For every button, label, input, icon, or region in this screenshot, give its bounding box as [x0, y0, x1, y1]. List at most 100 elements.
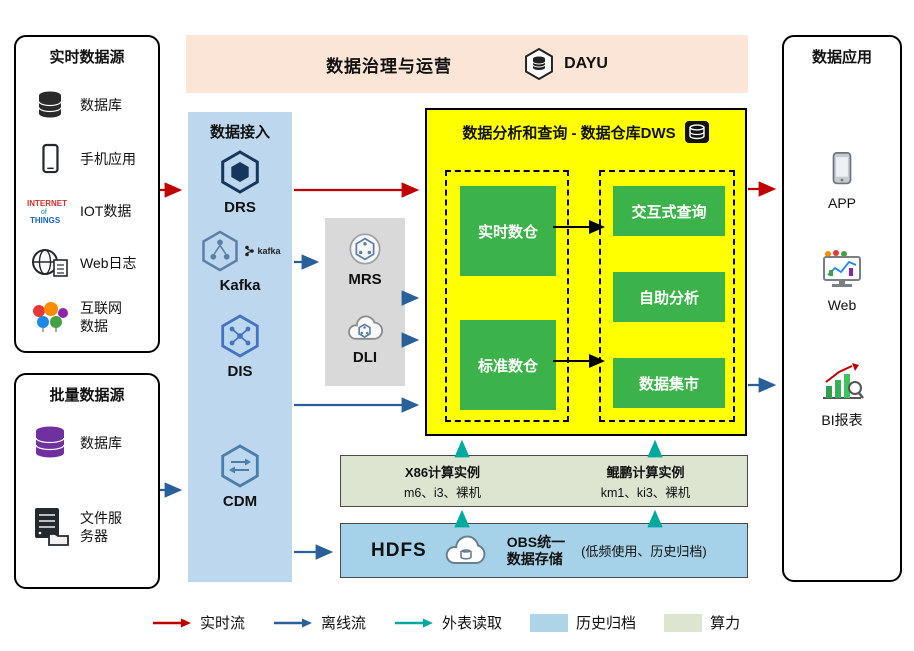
list-item: 文件服务器 [26, 497, 154, 557]
obs-storage-label: OBS统一 数据存储 [507, 534, 565, 568]
database-icon [26, 90, 74, 120]
dws-database-icon [684, 121, 709, 143]
service-label: Kafka [219, 277, 261, 294]
dws-warehouse-group: 实时数仓 标准数仓 [445, 170, 569, 422]
legend-item: 外表读取 [394, 612, 502, 633]
governance-banner: 数据治理与运营 DAYU [186, 35, 748, 93]
list-item: Web日志 [26, 239, 154, 287]
compute-group-x86: X86计算实例 m6、i3、裸机 [341, 456, 544, 506]
source-label: 数据库 [80, 96, 122, 113]
compute-power-swatch [664, 613, 703, 632]
dis-icon [221, 314, 259, 358]
web-log-icon [26, 247, 74, 279]
legend-label: 历史归档 [576, 615, 637, 632]
compute-group-spec: km1、ki3、裸机 [600, 485, 691, 500]
app-item: BI报表 [784, 362, 900, 430]
source-label: IOT数据 [80, 202, 132, 219]
hdfs-label: HDFS [371, 539, 427, 561]
history-archive-swatch [530, 613, 569, 632]
legend-label: 外表读取 [442, 615, 503, 632]
mrs-icon [349, 233, 381, 265]
service-dis: DIS [188, 312, 292, 380]
legend: 实时流 离线流 外表读取 历史归档 算力 [152, 612, 740, 633]
list-item: 数据库 [26, 417, 154, 469]
bi-report-icon [823, 363, 864, 399]
service-label: DRS [224, 199, 256, 216]
dayu-group: DAYU [522, 46, 608, 82]
legend-item: 历史归档 [530, 612, 636, 633]
service-label: MRS [348, 271, 382, 288]
svg-text:INTERNET: INTERNET [27, 199, 67, 208]
module-standard-warehouse: 标准数仓 [460, 320, 556, 410]
applications-panel: 数据应用 APP Web [782, 35, 902, 582]
obs-cloud-icon [445, 535, 486, 564]
source-label: 手机应用 [80, 150, 136, 167]
compute-instances-box: X86计算实例 m6、i3、裸机 鲲鹏计算实例 km1、ki3、裸机 [340, 455, 748, 507]
legend-label: 实时流 [200, 615, 246, 632]
service-mrs: MRS [325, 230, 405, 288]
legend-item: 算力 [664, 612, 740, 633]
offline-flow-arrow-icon [274, 618, 313, 627]
list-item: INTERNET of THINGS IOT数据 [26, 187, 154, 235]
source-label: Web日志 [80, 254, 137, 271]
list-item: 手机应用 [26, 135, 154, 183]
list-item: 互联网数据 [26, 289, 154, 345]
kafka-logo-text: kafka [257, 246, 281, 256]
svg-text:THINGS: THINGS [30, 216, 61, 225]
obs-line2: 数据存储 [506, 550, 563, 567]
app-label: Web [827, 297, 857, 313]
batch-sources-panel: 批量数据源 数据库 [14, 373, 160, 589]
dayu-label: DAYU [564, 55, 608, 72]
source-label: 互联网数据 [80, 299, 122, 334]
applications-title: 数据应用 [811, 49, 872, 66]
kafka-hexagon-icon [202, 230, 239, 272]
legend-label: 离线流 [321, 615, 367, 632]
service-kafka: kafka Kafka [188, 228, 292, 294]
app-label: APP [827, 195, 856, 211]
batch-sources-title: 批量数据源 [49, 387, 125, 404]
dws-title-row: 数据分析和查询 - 数据仓库DWS [427, 120, 745, 144]
app-label: BI报表 [821, 412, 863, 428]
module-self-service-analysis: 自助分析 [613, 272, 725, 322]
compute-group-kunpeng: 鲲鹏计算实例 km1、ki3、裸机 [544, 456, 747, 506]
internet-data-icon [26, 301, 74, 333]
legend-item: 实时流 [152, 612, 245, 633]
dws-box: 数据分析和查询 - 数据仓库DWS 实时数仓 标准数仓 交互式查询 自助分析 数… [425, 108, 747, 436]
app-item: Web [784, 249, 900, 313]
app-item: APP [784, 149, 900, 211]
app-phone-icon [832, 152, 852, 185]
kafka-logo-icon [245, 245, 255, 257]
dli-icon [348, 315, 383, 340]
storage-box: HDFS OBS统一 数据存储 (低频使用、历史归档) [340, 523, 748, 578]
list-item: 数据库 [26, 81, 154, 129]
obs-line1: OBS统一 [506, 533, 566, 550]
compute-group-name: X86计算实例 [404, 464, 481, 480]
module-interactive-query: 交互式查询 [613, 186, 725, 236]
phone-icon [26, 142, 74, 176]
service-label: DIS [227, 363, 253, 380]
cdm-icon [221, 444, 259, 488]
compute-group-name: 鲲鹏计算实例 [606, 464, 685, 480]
web-monitor-icon [823, 250, 861, 287]
compute-group-spec: m6、i3、裸机 [403, 485, 482, 500]
purple-database-icon [26, 425, 74, 461]
file-server-icon [26, 506, 74, 548]
source-label: 文件服务器 [80, 509, 122, 544]
middleware-box: MRS DLI [325, 218, 405, 386]
service-label: CDM [222, 493, 258, 510]
dws-analytics-group: 交互式查询 自助分析 数据集市 [599, 170, 735, 422]
realtime-sources-title: 实时数据源 [49, 49, 125, 66]
storage-note: (低频使用、历史归档) [581, 544, 707, 559]
dayu-icon [525, 47, 554, 81]
governance-title: 数据治理与运营 [326, 56, 453, 76]
source-label: 数据库 [80, 434, 122, 451]
service-cdm: CDM [188, 442, 292, 510]
legend-item: 离线流 [273, 612, 366, 633]
realtime-flow-arrow-icon [153, 618, 191, 627]
realtime-sources-panel: 实时数据源 数据库 手机应用 [14, 35, 160, 353]
iot-icon: INTERNET of THINGS [26, 196, 74, 226]
legend-label: 算力 [710, 615, 741, 632]
ingestion-title: 数据接入 [209, 124, 270, 141]
svg-text:of: of [41, 209, 47, 216]
